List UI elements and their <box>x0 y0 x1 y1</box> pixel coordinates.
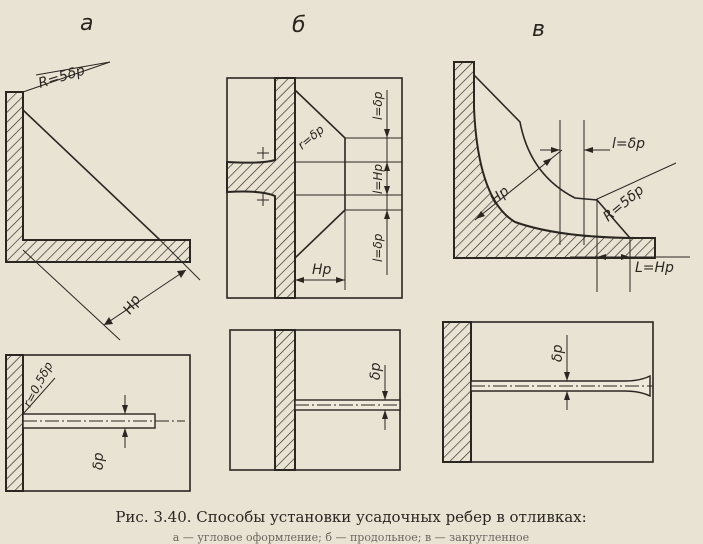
panel-a-height-dim-line <box>103 269 187 326</box>
panel-a-plan-radius-label: r=0,5δр <box>20 359 56 409</box>
panel-b-dim-mid: l=Hр <box>371 164 385 194</box>
panel-c-letter: в <box>532 17 545 42</box>
panel-b-radius-label: r=δр <box>295 122 327 152</box>
panel-b-dim-bottom: l=δр <box>371 233 385 262</box>
panel-b: б l=δр l=Hр l=δр r=δр Hр <box>226 13 403 471</box>
panel-b-plan-thickness-label: δр <box>368 362 384 380</box>
panel-c-plan-wall <box>442 321 472 463</box>
panel-a-plan-thickness-label: δр <box>91 452 107 470</box>
panel-c-plan-frame <box>442 321 654 463</box>
panel-a-rib-edge <box>22 109 161 241</box>
panel-c-casting-section <box>453 61 656 259</box>
panel-b-letter: б <box>292 13 306 38</box>
panel-b-dim-top: l=δр <box>371 91 385 120</box>
panel-a-angle-section <box>5 91 191 263</box>
panel-a-plan-wall <box>5 354 24 492</box>
panel-c: в l=δр Hр R=5δр L=Hр <box>442 17 690 463</box>
panel-c-length-label: L=Hр <box>635 260 674 276</box>
panel-a: а R=5δр Hр r=0,5δр δр <box>5 11 201 492</box>
panel-b-wall-section <box>226 77 296 299</box>
figure-caption: Рис. 3.40. Способы установки усадочных р… <box>115 508 586 526</box>
panel-a-radius-leader <box>22 61 111 93</box>
panel-c-plan-thickness-label: δр <box>550 344 566 362</box>
panel-c-radius-label: R=5δр <box>600 182 647 225</box>
panel-a-letter: а <box>80 11 93 36</box>
panel-c-dim-top: l=δр <box>612 136 645 152</box>
panel-a-radius-label: R=5δр <box>36 63 87 92</box>
panel-b-height-label: Hр <box>312 262 332 278</box>
panel-c-rib-outline <box>473 74 631 239</box>
panel-a-height-label: Hр <box>120 292 144 317</box>
figure-caption-sub: а — угловое оформление; б — продольное; … <box>173 531 529 544</box>
panel-b-rib-outline <box>294 89 346 259</box>
panel-b-plan-wall <box>274 329 296 471</box>
